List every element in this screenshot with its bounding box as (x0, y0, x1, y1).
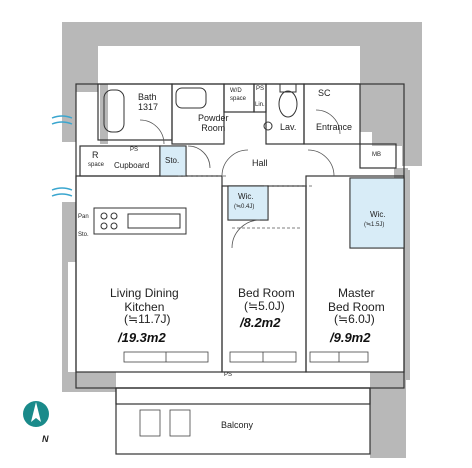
ps-label: PS (256, 86, 265, 92)
mb-label: MB (372, 152, 381, 158)
balcony-label: Balcony (221, 420, 254, 430)
bathtub (103, 89, 125, 133)
bed-room-label: Bed Room (238, 286, 295, 300)
sto-label: Sto. (165, 156, 180, 165)
sto-label-2: Sto. (78, 232, 89, 238)
master-bed-room-label: Master Bed Room (328, 286, 385, 314)
pan-label: Pan (78, 214, 89, 220)
bed-room-size: (≒5.0J) (244, 299, 285, 313)
walls (62, 22, 422, 458)
wic-size-2: (≒1.5J) (364, 222, 385, 228)
compass-icon (23, 401, 49, 427)
bath-label: Bath (138, 92, 157, 102)
wic-label-2: Wic. (370, 210, 386, 219)
sc-label: SC (318, 88, 331, 98)
lin-label: Lin. (255, 102, 265, 108)
bed-room-area: /8.2m2 (240, 315, 281, 330)
lav-label: Lav. (280, 122, 297, 132)
ldk-size: (≒11.7J) (124, 312, 171, 326)
cupboard-label: Cupboard (114, 161, 150, 170)
ac-airflow-icons (51, 115, 73, 197)
powder-room-label: Powder Room (198, 113, 229, 134)
wd-space-label: space (230, 96, 247, 102)
r-space-label: R (92, 150, 99, 160)
wic-label-1: Wic. (238, 192, 254, 201)
compass-label: N (42, 434, 49, 444)
wic-size-1: (≒0.4J) (234, 204, 255, 210)
master-bed-room-size: (≒6.0J) (334, 312, 375, 326)
ps-label-3: PS (224, 372, 233, 378)
ps-label-2: PS (130, 147, 139, 153)
wd-label: W/D (230, 88, 242, 94)
hall-label: Hall (252, 158, 268, 168)
ldk-area: /19.3m2 (118, 330, 166, 345)
r-space-sub: space (88, 162, 105, 168)
bath-size: 1317 (138, 102, 159, 112)
entrance-label: Entrance (316, 122, 353, 132)
master-bed-room-area: /9.9m2 (330, 330, 371, 345)
ldk-label: Living Dining Kitchen (110, 286, 179, 314)
